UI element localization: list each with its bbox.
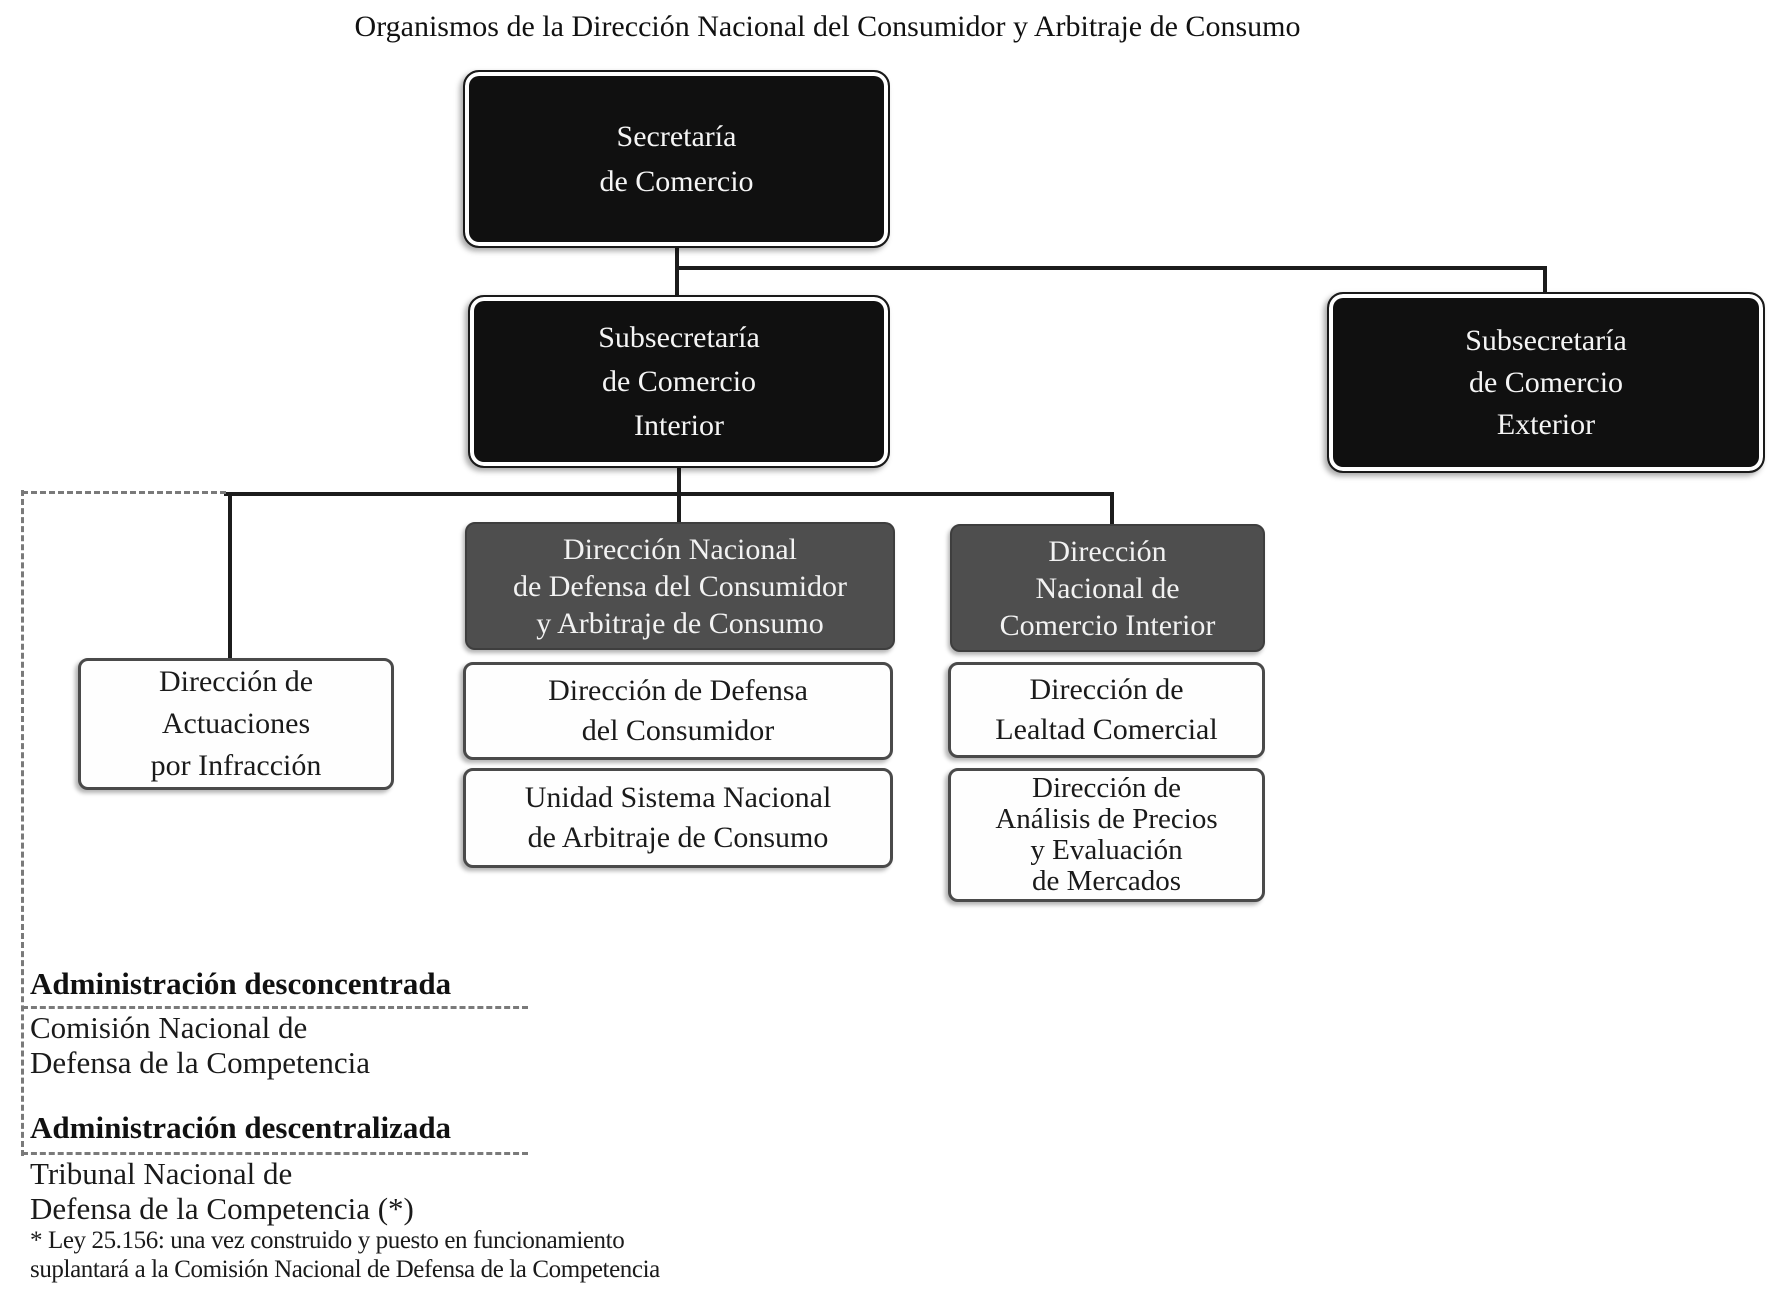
dashed-divider-desconcentrada <box>22 1006 528 1009</box>
connector-comercio-interior-down <box>1110 492 1114 525</box>
node-label: Dirección Nacional de Defensa del Consum… <box>512 532 848 640</box>
node-subsecretaria-comercio-exterior: Subsecretaría de Comercio Exterior <box>1327 292 1765 473</box>
node-label: Unidad Sistema Nacional de Arbitraje de … <box>524 781 832 854</box>
node-label: Dirección Nacional de Comercio Interior <box>999 534 1216 642</box>
heading-administracion-descentralizada: Administración descentralizada <box>30 1110 452 1145</box>
footnote-ley-25156: * Ley 25.156: una vez construido y puest… <box>30 1227 660 1283</box>
node-subsecretaria-comercio-interior: Subsecretaría de Comercio Interior <box>468 295 890 468</box>
heading-administracion-desconcentrada: Administración desconcentrada <box>30 966 452 1001</box>
node-direccion-nacional-comercio-interior: Dirección Nacional de Comercio Interior <box>950 524 1265 652</box>
node-direccion-analisis-precios: Dirección de Análisis de Precios y Evalu… <box>948 768 1265 902</box>
text-comision-nacional-defensa-competencia: Comisión Nacional de Defensa de la Compe… <box>30 1010 370 1080</box>
node-label: Subsecretaría de Comercio Exterior <box>1465 323 1627 441</box>
connector-exterior-down <box>1543 266 1547 294</box>
node-direccion-nacional-defensa-consumidor: Dirección Nacional de Defensa del Consum… <box>465 522 895 650</box>
node-label: Secretaría de Comercio <box>599 120 754 198</box>
dashed-divider-descentralizada <box>22 1152 528 1155</box>
node-direccion-lealtad-comercial: Dirección de Lealtad Comercial <box>948 662 1265 758</box>
connector-actuaciones-down <box>228 492 232 660</box>
node-secretaria-de-comercio: Secretaría de Comercio <box>463 70 890 248</box>
connector-interior-down <box>677 468 681 524</box>
node-label: Dirección de Análisis de Precios y Evalu… <box>995 772 1218 897</box>
node-unidad-sistema-arbitraje: Unidad Sistema Nacional de Arbitraje de … <box>463 768 893 868</box>
dashed-boundary-vertical <box>21 490 24 1156</box>
connector-mid-horizontal <box>224 492 1114 496</box>
node-label: Dirección de Lealtad Comercial <box>995 673 1218 746</box>
dashed-connector-left <box>22 491 226 494</box>
node-direccion-defensa-consumidor: Dirección de Defensa del Consumidor <box>463 662 893 760</box>
node-label: Dirección de Actuaciones por Infracción <box>150 665 322 782</box>
text-tribunal-nacional-defensa-competencia: Tribunal Nacional de Defensa de la Compe… <box>30 1156 414 1226</box>
connector-top-horizontal <box>675 266 1547 270</box>
node-label: Subsecretaría de Comercio Interior <box>598 320 760 442</box>
chart-title: Organismos de la Dirección Nacional del … <box>354 10 1301 43</box>
node-direccion-actuaciones-infraccion: Dirección de Actuaciones por Infracción <box>78 658 394 790</box>
connector-secretaria-down <box>675 248 679 296</box>
node-label: Dirección de Defensa del Consumidor <box>548 674 808 747</box>
